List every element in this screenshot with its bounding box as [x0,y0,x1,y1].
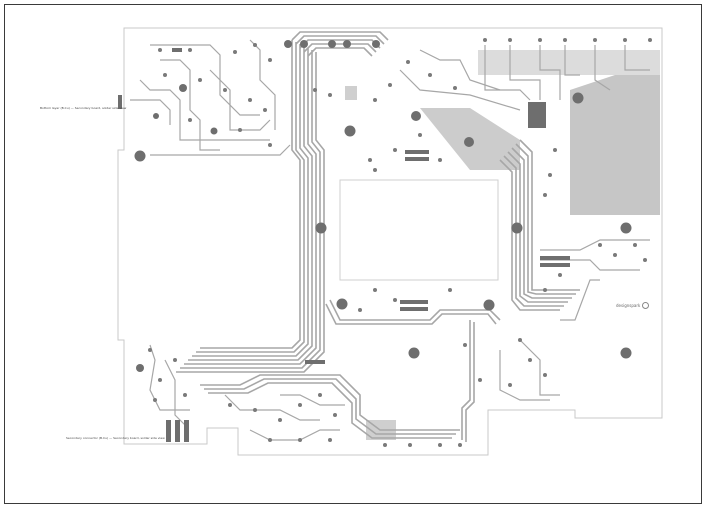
logo-mark-icon [642,302,650,309]
trace-bundle-right-lower [499,239,650,401]
trace-bundle-left-block [130,39,291,156]
left-layer-note: Bottom layer (B.Cu) — Secondary board, s… [40,106,127,110]
via-pads [148,38,652,447]
drawing-frame [4,4,702,504]
board-outline [117,27,663,456]
logo-text: designspark [616,303,641,308]
bottom-layer-note: Secondary connector (B.Cu) — Secondary b… [66,436,165,440]
copper-pour-small [345,86,357,100]
trace-bundle-right-header [399,45,650,111]
copper-pour-right [570,60,660,215]
mounting-holes [134,40,632,372]
trace-bundle-right-vertical [499,139,580,311]
center-window [339,179,499,281]
trace-bundle-bottom [200,299,501,442]
trace-bundle-left-vertical [176,40,325,373]
designspark-logo: designspark [616,302,650,309]
ic-footprints [118,48,570,442]
copper-pour-top-strip [478,50,660,75]
